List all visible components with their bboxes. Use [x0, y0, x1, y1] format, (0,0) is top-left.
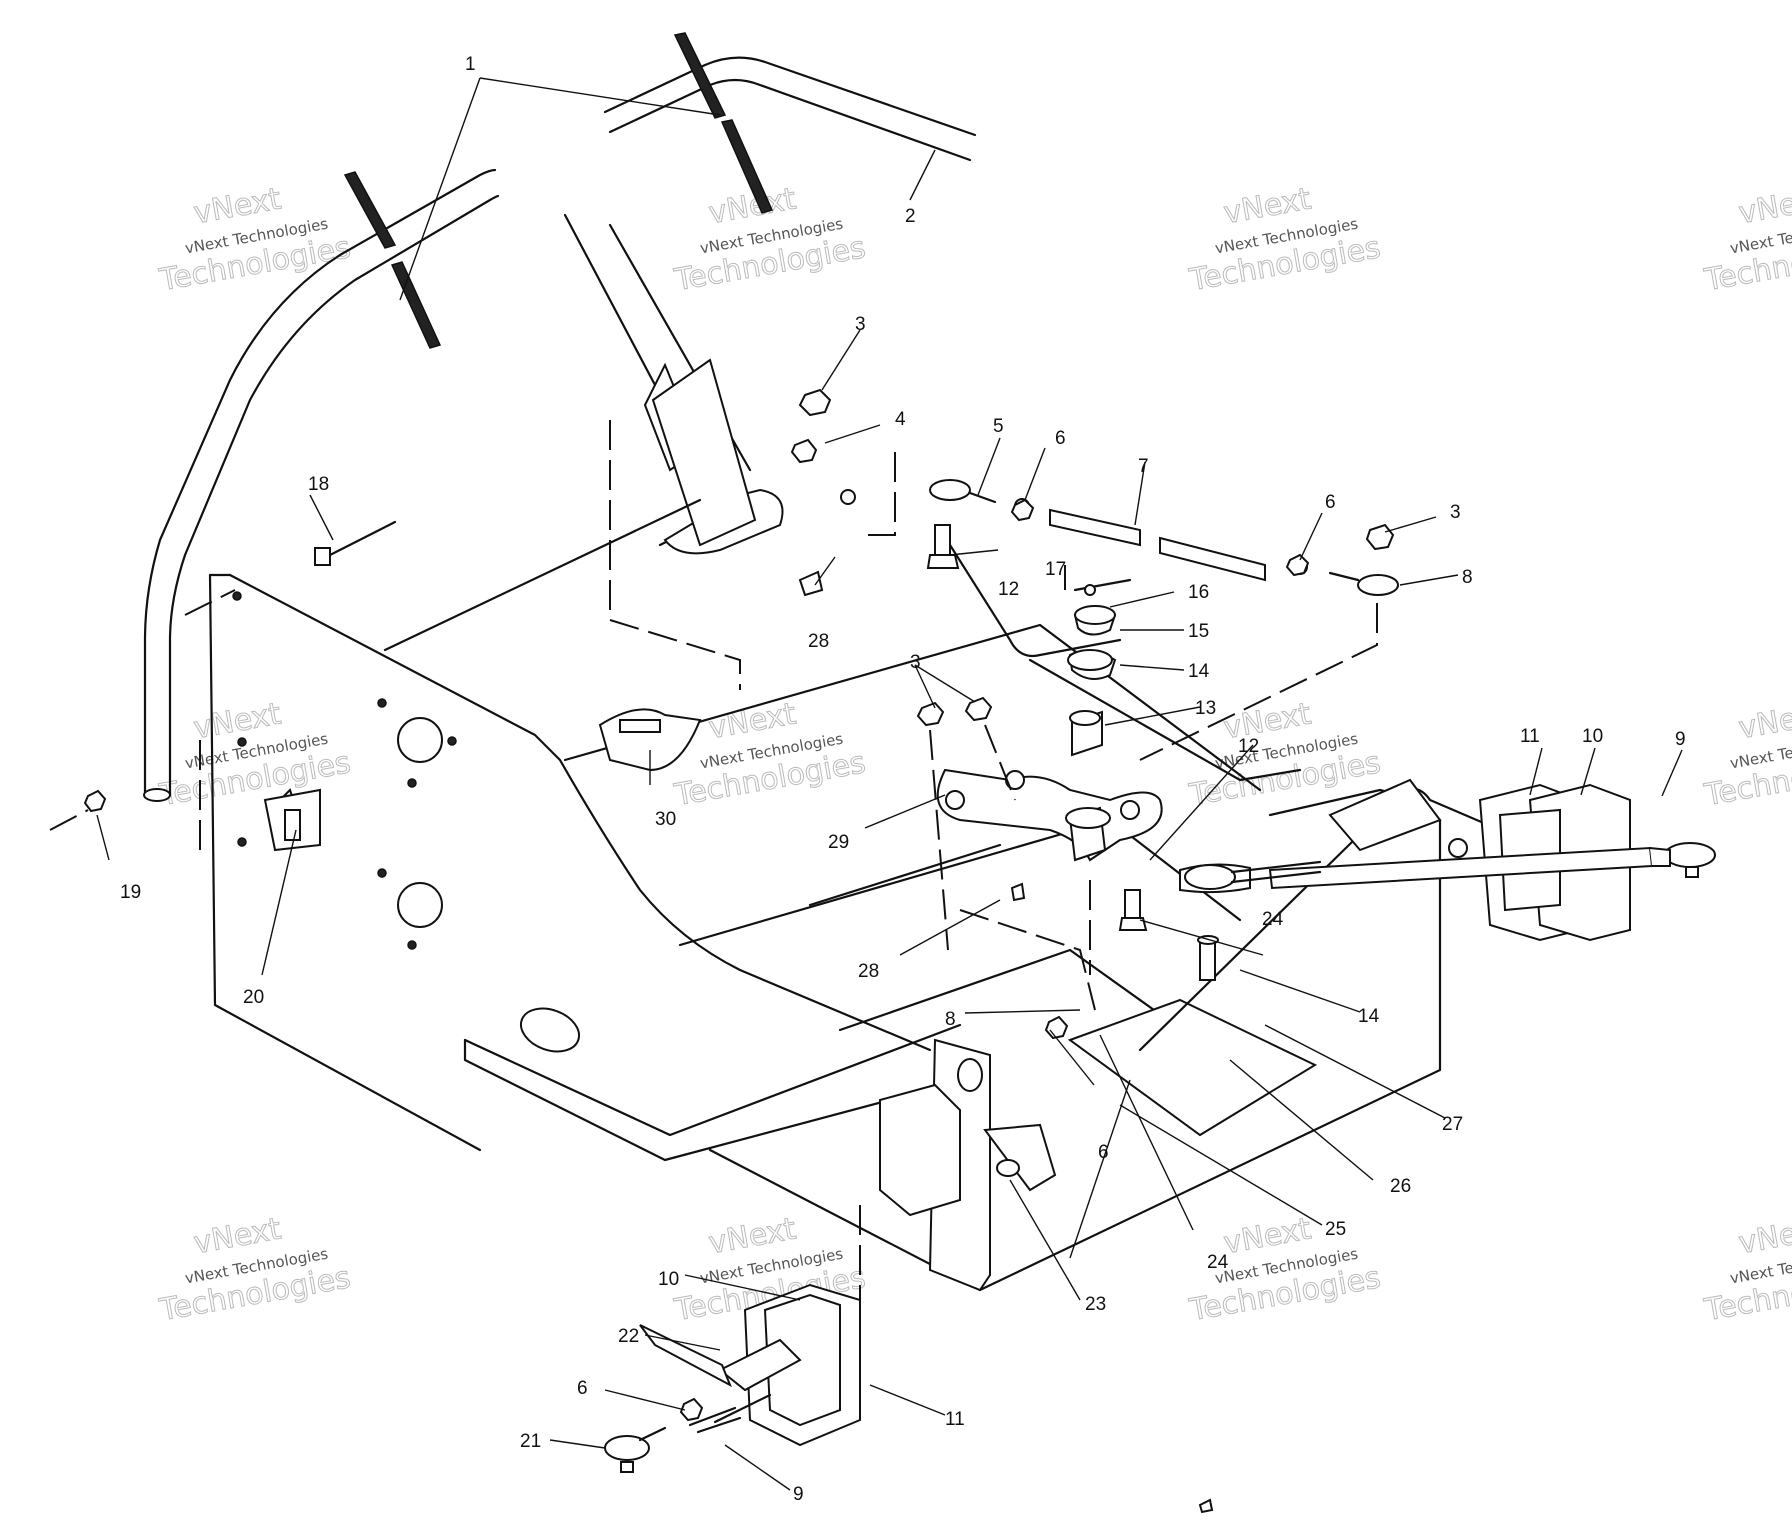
callout-29: 29: [828, 832, 849, 853]
hardware: [83, 388, 1395, 1514]
callout-22: 22: [618, 1326, 639, 1347]
callout-26: 26: [1390, 1176, 1411, 1197]
footrest-plate: [1067, 778, 1502, 1137]
right-bearing-flange: [1268, 783, 1716, 942]
callout-19: 19: [120, 882, 141, 903]
callout-8-right: 8: [1462, 567, 1473, 588]
handlebar-tube: [143, 168, 500, 802]
callout-leaders: [96, 77, 1683, 1491]
callout-20: 20: [243, 987, 264, 1008]
callout-21: 21: [520, 1431, 541, 1452]
callout-27: 27: [1442, 1114, 1463, 1135]
callout-25: 25: [1325, 1219, 1346, 1240]
callout-3-middle: 3: [910, 652, 921, 673]
callout-18: 18: [308, 474, 329, 495]
callout-3-right: 3: [1450, 502, 1461, 523]
callout-16: 16: [1188, 582, 1209, 603]
callout-7: 7: [1138, 456, 1149, 477]
rear-handlebar-tube: [603, 56, 977, 162]
main-frame: [208, 498, 1442, 1292]
pivot-plate-assembly: [936, 578, 1322, 894]
callout-labels: 1 2 3 4 5 6 7 6 3 8 12 17 16 15 14 13 12…: [120, 54, 1686, 1505]
callout-30: 30: [655, 809, 676, 830]
watermark-brand: vNext: [1736, 697, 1792, 747]
callout-14-upper: 14: [1188, 661, 1210, 682]
callout-12-upper: 12: [998, 579, 1019, 600]
callout-13: 13: [1195, 698, 1216, 719]
callout-6-upper: 6: [1055, 428, 1066, 449]
dashed-assembly-lines: [49, 420, 1378, 1320]
callout-6-right: 6: [1325, 492, 1336, 513]
callout-11-right: 11: [1520, 726, 1540, 747]
callout-15: 15: [1188, 621, 1209, 642]
callout-28-upper: 28: [808, 631, 829, 652]
callout-17: 17: [1045, 559, 1066, 580]
callout-1: 1: [465, 54, 476, 75]
callout-8-lower: 8: [945, 1009, 956, 1030]
callout-14-lower: 14: [1358, 1006, 1380, 1027]
callout-28-lower: 28: [858, 961, 879, 982]
watermark-brand: vNext: [1736, 182, 1792, 232]
callout-4: 4: [895, 409, 906, 430]
callout-9-right: 9: [1675, 729, 1686, 750]
callout-11-left: 11: [945, 1409, 965, 1430]
callout-10-right: 10: [1582, 726, 1603, 747]
grip-tapes: [343, 32, 774, 349]
callout-3-upper: 3: [855, 314, 866, 335]
callout-2: 2: [905, 206, 916, 227]
side-bracket: [879, 1038, 1057, 1292]
left-bearing-flange: [639, 1283, 861, 1447]
callout-24-upper: 24: [1262, 909, 1284, 930]
callout-6-left: 6: [577, 1378, 588, 1399]
callout-5: 5: [993, 416, 1004, 437]
callout-12-lower: 12: [1238, 736, 1259, 757]
callout-6-lower: 6: [1098, 1142, 1109, 1163]
watermark-brand: vNext: [1736, 1212, 1792, 1262]
callout-10-left: 10: [658, 1269, 679, 1290]
callout-24-lower: 24: [1207, 1252, 1229, 1273]
callout-9-lower: 9: [793, 1484, 804, 1505]
callout-23: 23: [1085, 1294, 1106, 1315]
steering-post: [563, 213, 856, 555]
